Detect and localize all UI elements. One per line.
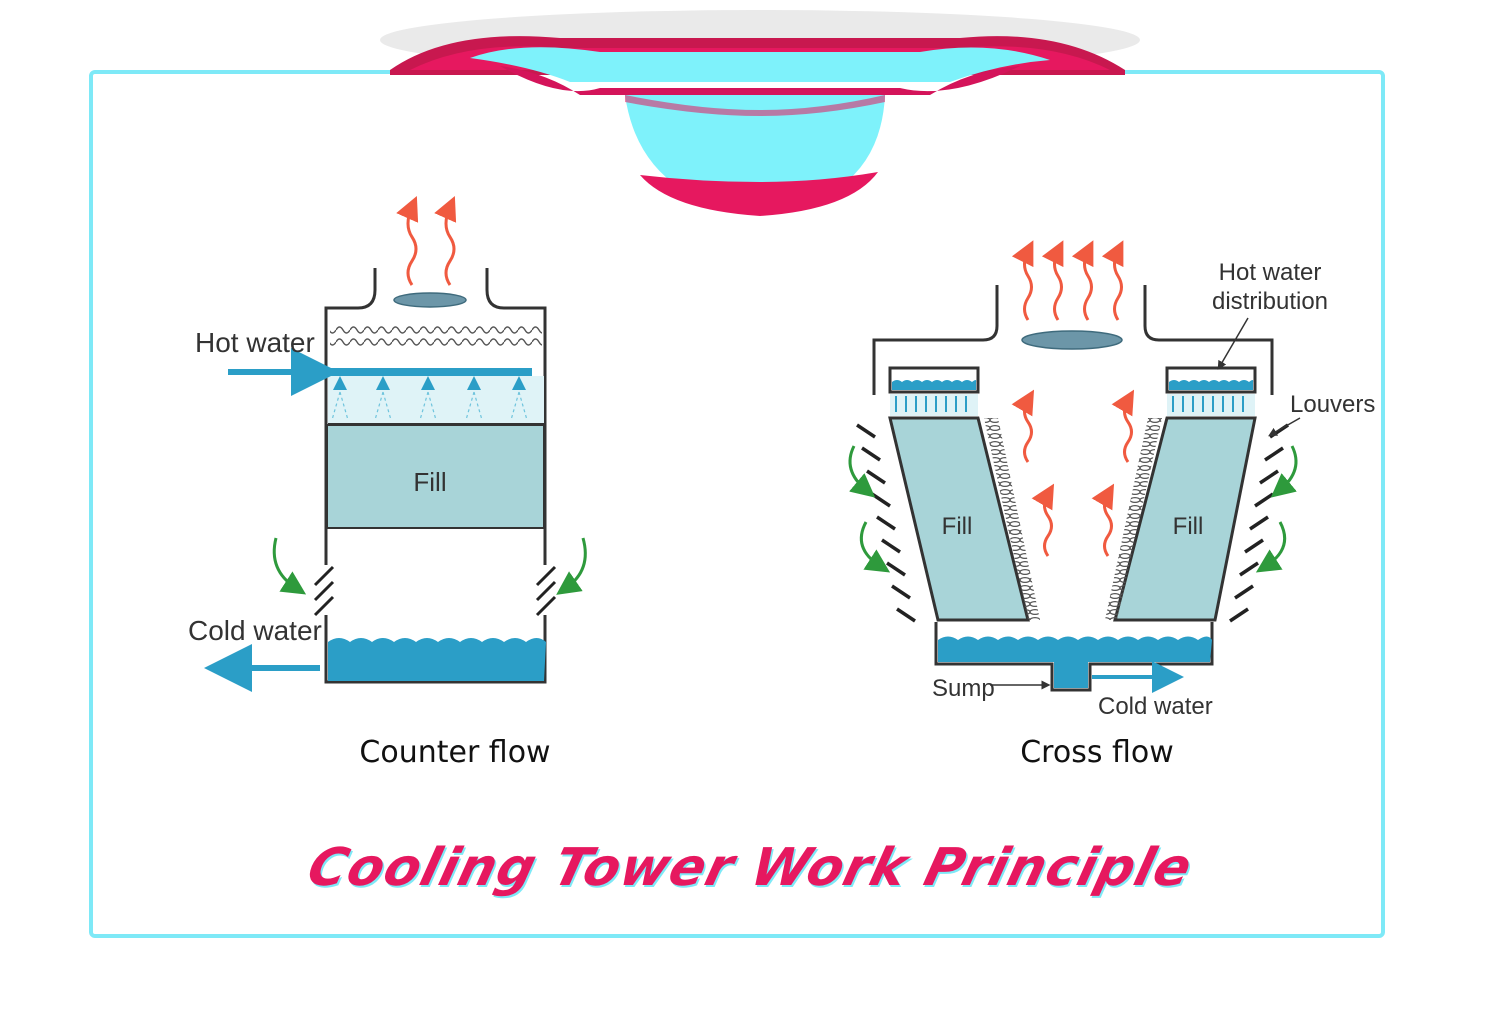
- louvers: [856, 423, 1289, 623]
- louvers: [313, 565, 557, 617]
- hot-air-arrow: [1011, 389, 1035, 463]
- air-inlet-arrow: [272, 537, 307, 595]
- hot-air-arrow: [396, 196, 419, 286]
- fill-label: Fill: [413, 467, 446, 497]
- louvers-label: Louvers: [1290, 391, 1375, 418]
- decorative-ribbon-banner: [380, 10, 1140, 216]
- hot-air-arrow: [1101, 240, 1124, 321]
- hot-water-distribution-label: Hot water: [1219, 259, 1322, 286]
- cold-water-basin: [938, 636, 1212, 688]
- air-inlet-arrow: [556, 537, 587, 595]
- cold-water-label: Cold water: [188, 615, 322, 646]
- sump-label: Sump: [932, 675, 995, 702]
- hot-air-arrow: [1031, 483, 1055, 557]
- distribution-pipe: [327, 368, 532, 376]
- hot-water-label: Hot water: [195, 327, 315, 358]
- counter-flow-caption: Counter flow: [359, 735, 550, 770]
- counter-flow-tower: Fill Hot water Cold water Counter flow: [188, 196, 587, 770]
- cold-water-label: Cold water: [1098, 693, 1213, 720]
- drift-eliminator: [330, 322, 542, 346]
- hot-water-distribution-label-2: distribution: [1212, 288, 1328, 315]
- air-inlet-arrow: [1255, 521, 1287, 573]
- hot-air-arrow: [1011, 240, 1034, 321]
- air-inlet-arrow: [1270, 445, 1298, 498]
- fan-icon: [1021, 330, 1123, 350]
- air-inlet-arrow: [848, 445, 876, 498]
- fill-left-label: Fill: [942, 513, 973, 540]
- fan-icon: [393, 292, 467, 308]
- cross-flow-tower: Fill Fill Hot water dis: [848, 240, 1375, 770]
- hot-air-arrow: [434, 196, 457, 286]
- fill-right-label: Fill: [1173, 513, 1204, 540]
- cross-flow-caption: Cross flow: [1020, 735, 1174, 770]
- page-title: Cooling Tower Work Principle: [301, 838, 1199, 898]
- hot-air-arrow: [1091, 483, 1115, 557]
- air-inlet-arrow: [859, 521, 891, 573]
- hot-air-arrow: [1041, 240, 1064, 321]
- spray-nozzles: [333, 376, 526, 390]
- cold-water-basin: [328, 638, 546, 681]
- fill-block: [326, 424, 545, 529]
- fill-block-right: [1113, 416, 1257, 622]
- hot-air-arrow: [1111, 389, 1135, 463]
- hot-air-arrow: [1071, 240, 1094, 321]
